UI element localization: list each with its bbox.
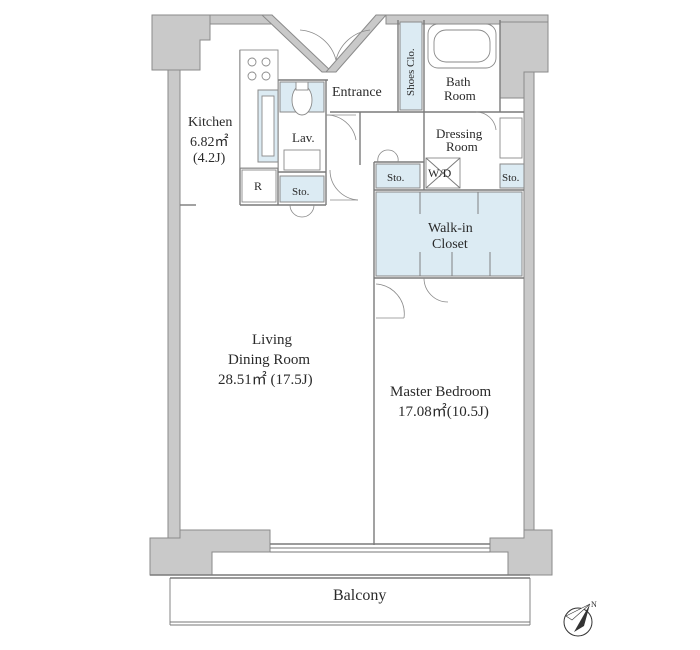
kitchen-label: Kitchen <box>188 115 232 130</box>
entrance-label: Entrance <box>332 85 382 100</box>
refrigerator-label: R <box>254 179 262 193</box>
doors <box>289 29 497 319</box>
walkin-label-line2: Closet <box>432 237 468 252</box>
living-label-line1: Living <box>252 332 292 348</box>
master-label: Master Bedroom <box>390 384 492 400</box>
north-arrow-icon: N <box>563 600 597 637</box>
kitchen-area: 6.82㎡ <box>190 134 229 150</box>
washer-label: W/D <box>428 166 452 180</box>
compass-letter: N <box>591 600 597 609</box>
sto-lav-label: Sto. <box>292 186 310 198</box>
room-labels: Kitchen 6.82㎡ (4.2J) Lav. Sto. R Entranc… <box>188 48 520 604</box>
living-label-line2: Dining Room <box>228 352 310 368</box>
sto-right-label: Sto. <box>502 172 520 184</box>
dressing-label-line1: Dressing <box>436 126 483 141</box>
balcony-label: Balcony <box>333 587 386 604</box>
fixtures <box>239 21 525 277</box>
bath-label-line2: Room <box>444 88 476 103</box>
shoes-closet-label: Shoes Clo. <box>405 48 417 96</box>
kitchen-jo: (4.2J) <box>193 151 226 166</box>
walkin-label-line1: Walk-in <box>428 221 473 236</box>
master-area: 17.08㎡(10.5J) <box>398 403 489 420</box>
lav-label: Lav. <box>292 130 315 145</box>
balcony-rail <box>150 574 531 626</box>
sto-left-label: Sto. <box>387 172 405 184</box>
walls <box>149 14 553 576</box>
dressing-label-line2: Room <box>446 139 478 154</box>
living-area: 28.51㎡ (17.5J) <box>218 371 313 388</box>
bath-label-line1: Bath <box>446 74 471 89</box>
